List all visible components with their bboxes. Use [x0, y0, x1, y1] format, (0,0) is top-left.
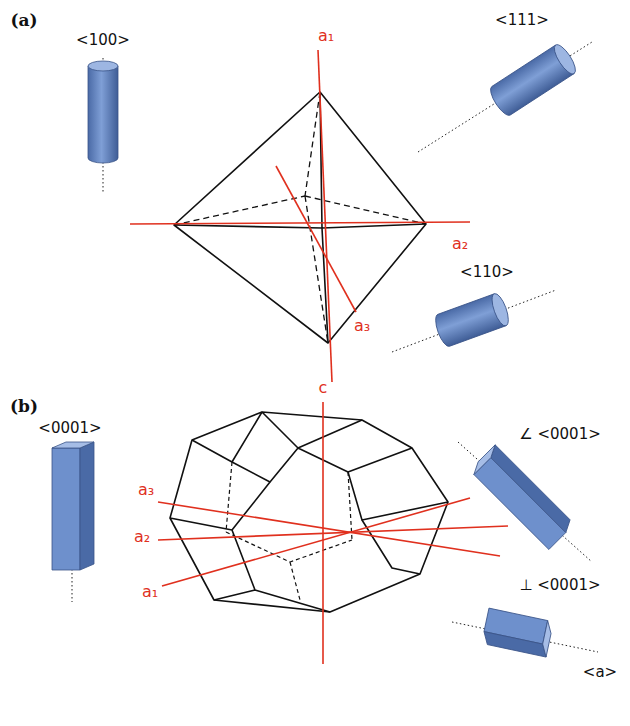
panel-letter: (a) — [10, 11, 37, 30]
direction-label: <100> — [76, 32, 130, 49]
axis-label: a₁ — [142, 583, 158, 601]
direction-label: <0001> — [38, 420, 101, 437]
direction-label: <a> — [583, 664, 617, 681]
axis-label: a₃ — [354, 317, 370, 335]
direction-label: <111> — [495, 12, 549, 29]
direction-label: ⊥ <0001> — [519, 577, 600, 594]
direction-label: <110> — [460, 264, 514, 281]
axis-label: a₂ — [134, 528, 150, 546]
axis-label: c — [319, 379, 328, 397]
panel-letter: (b) — [10, 397, 38, 416]
direction-label: ∠ <0001> — [519, 426, 601, 443]
axis-label: a₁ — [318, 27, 334, 45]
axis-label: a₂ — [452, 235, 468, 253]
axis-label: a₃ — [138, 481, 154, 499]
